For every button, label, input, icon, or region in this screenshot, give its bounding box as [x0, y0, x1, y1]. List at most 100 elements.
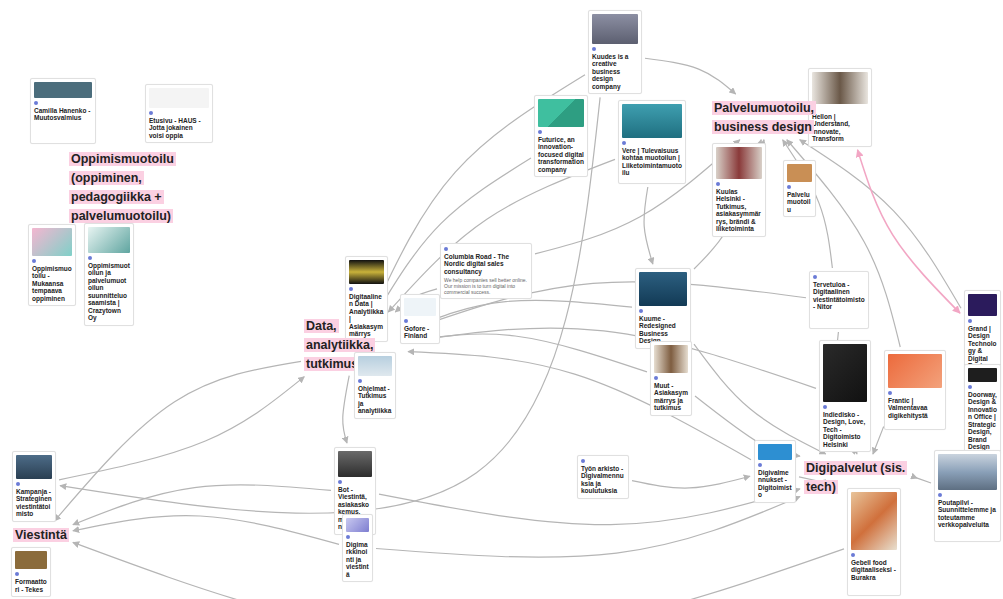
category-title: Oppimismuotoilu (oppiminen, pedagogiikka… — [69, 152, 176, 223]
card-title: Columbia Road - The Nordic digital sales… — [444, 253, 528, 275]
favicon-dot — [851, 553, 855, 557]
connector-group — [54, 58, 961, 599]
card-description: We help companies sell better online. Ou… — [444, 277, 528, 295]
connector-arrow — [644, 187, 653, 264]
link-card: Muut - Asiakasymmärrys ja tutkimus — [650, 341, 692, 416]
favicon-dot — [34, 101, 38, 105]
link-card: Gofore - Finland — [400, 294, 440, 344]
connector-arrow — [54, 361, 301, 521]
card-title: Kampanja - Strateginen viestintätoimisto — [16, 488, 52, 518]
link-card: Futurice, an innovation-focused digital … — [534, 95, 588, 177]
connector-arrow — [408, 352, 751, 460]
connector-arrow — [373, 75, 585, 312]
connector-arrow — [694, 344, 826, 454]
category-title: Palvelumuotoilu, business design — [712, 101, 816, 134]
card-title: Formaattori - Tekes — [15, 578, 47, 593]
link-card: Palvelumuotoilu — [783, 160, 816, 217]
link-card: Camilla Hanenko - Muutosvalmius — [30, 78, 96, 144]
link-card: Digimarkkinointi ja viestintä — [342, 514, 373, 582]
card-title: Oppimismuotoilun ja palvelumuotoilun suu… — [88, 262, 130, 322]
link-card: Työn arkisto - Digivalmennuksia ja koulu… — [577, 455, 629, 499]
thumbnail-image — [338, 451, 372, 477]
link-card: Hellon | Understand, Innovate, Transform — [808, 68, 872, 147]
connector-arrow — [787, 140, 900, 347]
favicon-dot — [654, 376, 658, 380]
card-title: Digitaalinen Data | Analytiikka | Asiaka… — [349, 293, 384, 338]
favicon-dot — [716, 182, 720, 186]
connector-arrow — [873, 427, 884, 454]
link-card: Kampanja - Strateginen viestintätoimisto — [12, 451, 56, 522]
favicon-dot — [813, 275, 817, 279]
connector-arrow — [408, 328, 816, 388]
thumbnail-image — [16, 455, 52, 479]
thumbnail-image — [812, 72, 868, 104]
connector-arrow — [73, 485, 331, 525]
link-card: Frantic | Valmentavaa digikehitystä — [884, 350, 946, 430]
favicon-dot — [358, 379, 362, 383]
link-card: Gebell food digitaaliseksi - Burakra — [847, 488, 901, 596]
link-card: Vere | Tulevaisuus kohtaa muotoilun | Li… — [618, 100, 686, 184]
favicon-dot — [968, 319, 972, 323]
link-card: Formaattori - Tekes — [11, 547, 51, 597]
favicon-dot — [32, 259, 36, 263]
connector-arrow — [645, 58, 736, 94]
category-title: Viestintä — [13, 528, 69, 542]
connector-arrow — [783, 140, 833, 268]
connector-arrow — [59, 377, 304, 480]
card-title: Frantic | Valmentavaa digikehitystä — [888, 397, 942, 419]
connector-arrow — [73, 542, 844, 599]
thumbnail-image — [823, 344, 867, 402]
thumbnail-image — [88, 227, 130, 253]
thumbnail-image — [938, 454, 997, 490]
thumbnail-image — [716, 147, 762, 179]
favicon-dot — [581, 459, 585, 463]
card-title: Hellon | Understand, Innovate, Transform — [812, 113, 868, 143]
thumbnail-image — [888, 354, 942, 388]
card-title: Gebell food digitaaliseksi - Burakra — [851, 559, 897, 581]
link-card: Doorway, Design & Innovation Office | St… — [964, 364, 1001, 455]
link-card: Ohjelmat - Tutkimus ja analytiikka — [354, 352, 396, 419]
thumbnail-image — [34, 82, 92, 98]
card-title: Kuudes is a creative business design com… — [592, 53, 638, 90]
card-title: Futurice, an innovation-focused digital … — [538, 136, 584, 173]
card-title: Kuulas Helsinki - Tutkimus, asiakasymmär… — [716, 188, 762, 233]
category-label: Palvelumuotoilu, business design — [712, 98, 827, 136]
card-title: Indiedisko - Design, Love, Tech - Digito… — [823, 411, 867, 448]
link-card: Digitaalinen Data | Analytiikka | Asiaka… — [345, 256, 388, 342]
connector-arrow — [377, 158, 531, 312]
card-title: Digivalmennukset - Digitoimisto — [758, 469, 792, 499]
card-title: Vere | Tulevaisuus kohtaa muotoilun | Li… — [622, 147, 682, 177]
connector-arrow — [916, 478, 931, 483]
favicon-dot — [787, 185, 791, 189]
thumbnail-image — [639, 272, 687, 306]
card-title: Oppimismuotoilu - Mukaansa tempaava oppi… — [32, 265, 72, 302]
favicon-dot — [592, 47, 596, 51]
thumbnail-image — [358, 356, 392, 376]
link-card: Oppimismuotoilu - Mukaansa tempaava oppi… — [28, 224, 76, 306]
thumbnail-image — [968, 294, 997, 316]
card-title: Työn arkisto - Digivalmennuksia ja koulu… — [581, 465, 625, 495]
link-card: Poutapilvi - Suunnittelemme ja toteutamm… — [934, 450, 1001, 542]
link-card: Kuulas Helsinki - Tutkimus, asiakasymmär… — [712, 143, 766, 237]
category-label: Viestintä — [13, 525, 69, 544]
thumbnail-image — [346, 518, 369, 532]
card-title: Doorway, Design & Innovation Office | St… — [968, 391, 997, 451]
favicon-dot — [149, 111, 153, 115]
favicon-dot — [622, 141, 626, 145]
favicon-dot — [639, 309, 643, 313]
favicon-dot — [346, 535, 350, 539]
connector-arrow — [858, 150, 960, 313]
favicon-dot — [444, 247, 448, 251]
favicon-dot — [538, 130, 542, 134]
thumbnail-image — [787, 164, 812, 182]
connector-arrow — [73, 516, 339, 545]
favicon-dot — [15, 572, 19, 576]
card-title: Etusivu - HAUS - Jotta jokainen voisi op… — [149, 117, 209, 139]
thumbnail-image — [349, 260, 384, 284]
link-card: Kuume - Redesigned Business Design — [635, 268, 691, 349]
favicon-dot — [404, 319, 408, 323]
card-title: Digimarkkinointi ja viestintä — [346, 541, 369, 578]
thumbnail-image — [404, 298, 436, 316]
connector-arrow — [408, 300, 632, 329]
